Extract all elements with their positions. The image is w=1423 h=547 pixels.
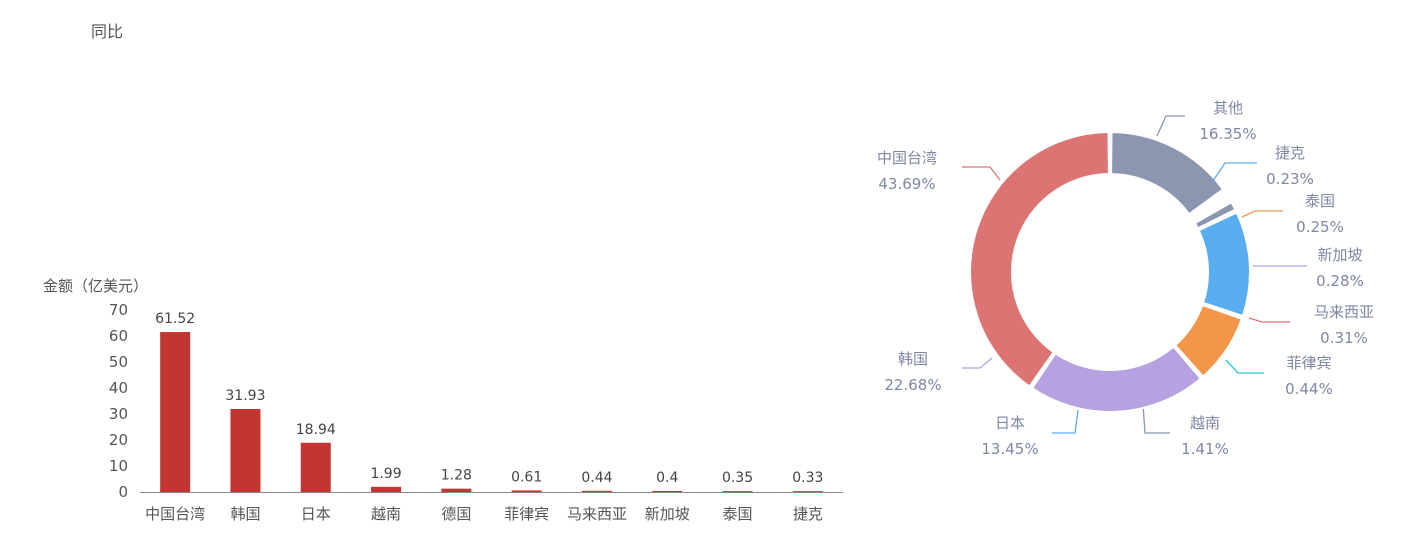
slice-percent-label: 0.31% bbox=[1320, 329, 1368, 347]
donut-slice[interactable] bbox=[1173, 303, 1244, 378]
donut-slice[interactable] bbox=[1193, 200, 1237, 230]
slice-percent-label: 13.45% bbox=[981, 440, 1038, 458]
slice-name-label: 新加坡 bbox=[1317, 246, 1362, 264]
leader-line bbox=[1156, 115, 1185, 137]
slice-name-label: 泰国 bbox=[1305, 192, 1335, 210]
bar-value-label: 0.44 bbox=[581, 470, 612, 486]
slice-name-label: 中国台湾 bbox=[877, 149, 937, 167]
bar[interactable] bbox=[371, 486, 402, 492]
bar[interactable] bbox=[230, 408, 261, 492]
bar[interactable] bbox=[792, 491, 823, 493]
x-tick-label: 中国台湾 bbox=[145, 505, 205, 523]
y-tick-label: 10 bbox=[109, 457, 128, 475]
bar-value-label: 31.93 bbox=[225, 388, 265, 404]
leader-line bbox=[1225, 359, 1264, 374]
bar-value-label: 1.99 bbox=[370, 466, 401, 482]
leader-line bbox=[1142, 403, 1170, 434]
leader-line bbox=[1248, 317, 1290, 323]
bar-chart: 金额（亿美元） 0 10 20 30 40 50 60 70 61.52 中国台湾 31.93 韩国 18… bbox=[43, 277, 843, 523]
donut-slice[interactable] bbox=[1191, 195, 1230, 221]
bar[interactable] bbox=[160, 332, 191, 492]
bar[interactable] bbox=[652, 490, 683, 492]
x-tick-label: 日本 bbox=[301, 505, 331, 523]
bar-value-label: 0.61 bbox=[511, 469, 542, 485]
donut-slice[interactable] bbox=[1110, 130, 1225, 216]
leader-line bbox=[1241, 210, 1283, 218]
y-tick-label: 40 bbox=[109, 379, 128, 397]
x-tick-label: 德国 bbox=[441, 505, 471, 523]
bar[interactable] bbox=[300, 442, 331, 492]
slice-name-label: 韩国 bbox=[898, 350, 928, 368]
slice-name-label: 菲律宾 bbox=[1286, 354, 1331, 372]
slice-name-label: 越南 bbox=[1190, 414, 1220, 432]
slice-percent-label: 1.41% bbox=[1181, 440, 1229, 458]
bar-value-label: 61.52 bbox=[155, 311, 195, 327]
bar[interactable] bbox=[441, 488, 472, 492]
y-axis-title: 金额（亿美元） bbox=[43, 277, 148, 295]
leader-line bbox=[962, 166, 1001, 181]
donut-slice[interactable] bbox=[1197, 211, 1251, 318]
x-tick-label: 捷克 bbox=[793, 505, 823, 523]
slice-percent-label: 43.69% bbox=[878, 175, 935, 193]
x-tick-label: 菲律宾 bbox=[504, 505, 549, 523]
slice-name-label: 日本 bbox=[995, 414, 1025, 432]
bar[interactable] bbox=[722, 491, 753, 493]
leader-line bbox=[1052, 409, 1079, 434]
y-tick-label: 0 bbox=[118, 483, 128, 501]
slice-name-label: 捷克 bbox=[1275, 144, 1305, 162]
bar-value-label: 0.35 bbox=[722, 470, 753, 486]
slice-name-label: 其他 bbox=[1213, 99, 1243, 117]
y-tick-label: 30 bbox=[109, 405, 128, 423]
donut-chart: 其他 16.35% 捷克 0.23% 泰国 0.25% 新加坡 0.28% 马来西亚 0.31% 菲… bbox=[877, 99, 1374, 458]
slice-name-label: 马来西亚 bbox=[1314, 303, 1374, 321]
x-tick-label: 越南 bbox=[371, 505, 401, 523]
donut-slice[interactable] bbox=[1190, 193, 1229, 220]
y-tick-label: 60 bbox=[109, 327, 128, 345]
bar[interactable] bbox=[511, 490, 542, 492]
leader-line bbox=[1212, 162, 1257, 182]
slice-percent-label: 16.35% bbox=[1199, 125, 1256, 143]
y-tick-label: 50 bbox=[109, 353, 128, 371]
slice-percent-label: 22.68% bbox=[884, 376, 941, 394]
bar[interactable] bbox=[581, 490, 612, 492]
y-tick-label: 20 bbox=[109, 431, 128, 449]
slice-percent-label: 0.23% bbox=[1266, 170, 1314, 188]
x-tick-label: 韩国 bbox=[230, 505, 260, 523]
bar-value-label: 0.4 bbox=[656, 470, 678, 486]
leader-line bbox=[962, 357, 993, 369]
slice-percent-label: 0.44% bbox=[1285, 380, 1333, 398]
bar-value-label: 1.28 bbox=[441, 468, 472, 484]
header-label: 同比 bbox=[91, 22, 124, 41]
y-tick-label: 70 bbox=[109, 301, 128, 319]
x-tick-label: 新加坡 bbox=[645, 505, 690, 523]
slice-percent-label: 0.28% bbox=[1316, 272, 1364, 290]
x-tick-label: 马来西亚 bbox=[567, 505, 627, 523]
donut-slice[interactable] bbox=[1030, 345, 1203, 413]
bar-value-label: 18.94 bbox=[296, 422, 336, 438]
donut-slice[interactable] bbox=[969, 130, 1110, 388]
donut-slice[interactable] bbox=[1192, 197, 1232, 223]
slice-percent-label: 0.25% bbox=[1296, 218, 1344, 236]
x-tick-label: 泰国 bbox=[723, 505, 753, 523]
bar-value-label: 0.33 bbox=[792, 470, 823, 486]
